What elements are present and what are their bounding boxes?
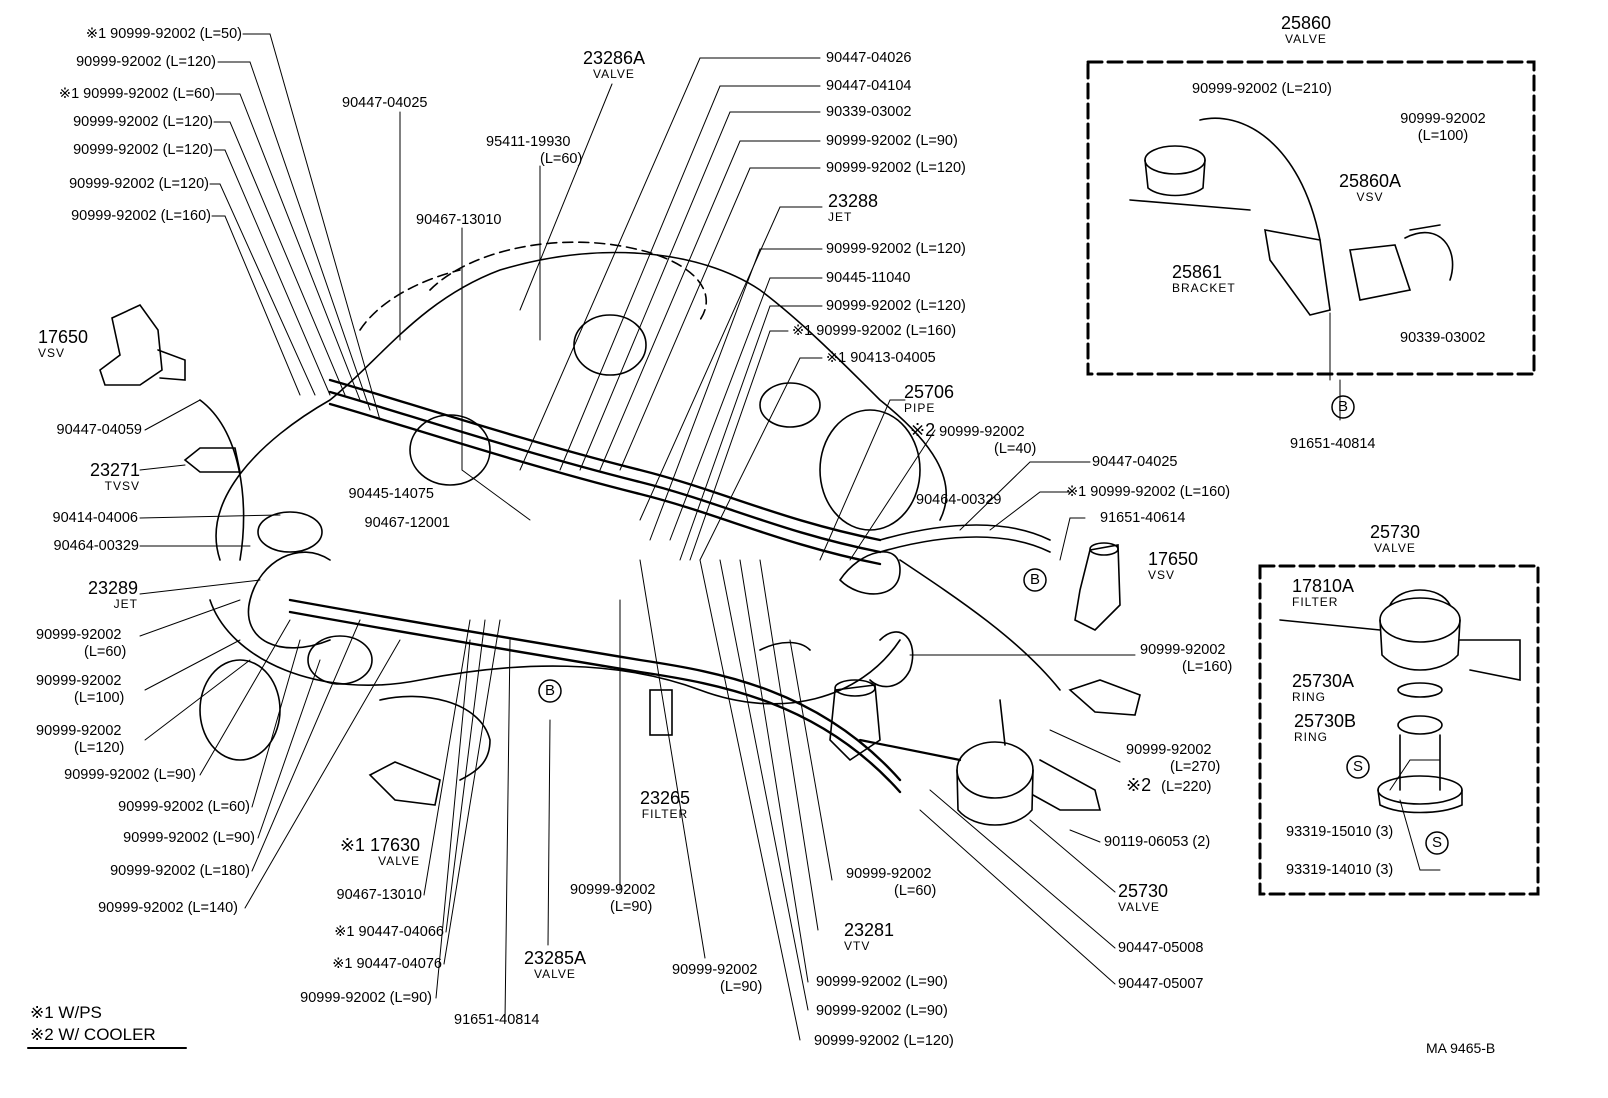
part-90445-11040: 90445-11040 bbox=[826, 270, 911, 286]
hose-l120-bottom: 90999-92002 (L=120) bbox=[814, 1033, 954, 1049]
part-91651-40814-inset: 91651-40814 bbox=[1290, 436, 1376, 452]
hose-l120-left: 90999-92002(L=120) bbox=[36, 723, 125, 756]
hose-l60-left: 90999-92002(L=60) bbox=[36, 627, 127, 660]
hose-l60-left-2: 90999-92002 (L=60) bbox=[118, 799, 250, 815]
part-91651-40814-low: 91651-40814 bbox=[454, 1012, 540, 1028]
hose-l90-right: 90999-92002 (L=90) bbox=[826, 133, 958, 149]
part-91651-40614: 91651-40614 bbox=[1100, 510, 1186, 526]
part-90467-12001: 90467-12001 bbox=[364, 515, 450, 531]
part-90467-13010-low: 90467-13010 bbox=[336, 887, 422, 903]
hose-l160-right-3: 90999-92002(L=160) bbox=[1140, 642, 1233, 675]
hose-l90-center-3: 90999-92002(L=90) bbox=[672, 962, 763, 995]
hose-l160-right-2: ※1 90999-92002 (L=160) bbox=[1066, 484, 1231, 500]
hose-l140-left: 90999-92002 (L=140) bbox=[98, 900, 238, 916]
part-90447-04026: 90447-04026 bbox=[826, 50, 912, 66]
hose-l270-l220: 90999-92002(L=270)※2 (L=220) bbox=[1126, 742, 1221, 795]
b-circle-inset: B bbox=[1337, 398, 1348, 415]
hose-l90-bottom: 90999-92002 (L=90) bbox=[816, 974, 948, 990]
part-90447-04059: 90447-04059 bbox=[56, 422, 142, 438]
part-93319-15010: 93319-15010 (3) bbox=[1286, 824, 1394, 840]
part-90447-05008: 90447-05008 bbox=[1118, 940, 1204, 956]
b-circle-center: B bbox=[544, 682, 555, 699]
part-90445-14075: 90445-14075 bbox=[348, 486, 434, 502]
hose-l100-inset: 90999-92002(L=100) bbox=[1400, 111, 1486, 144]
part-90339-03002-top: 90339-03002 bbox=[826, 104, 912, 120]
legend-cooler: ※2 W/ COOLER bbox=[30, 1025, 156, 1044]
hose-l90-center-2: 90999-92002(L=90) bbox=[570, 882, 656, 915]
hose-l210: 90999-92002 (L=210) bbox=[1192, 81, 1332, 97]
diagram-code: MA 9465-B bbox=[1426, 1040, 1496, 1056]
part-90447-04025-right: 90447-04025 bbox=[1092, 454, 1178, 470]
hose-l90-left: 90999-92002 (L=90) bbox=[64, 767, 196, 783]
s-circle-2: S bbox=[1431, 834, 1442, 851]
left-label-6: 90999-92002 (L=120) bbox=[69, 176, 209, 192]
part-95411-19930: 95411-19930(L=60) bbox=[486, 134, 583, 167]
part-90339-03002-inset: 90339-03002 bbox=[1400, 330, 1486, 346]
part-90447-05007: 90447-05007 bbox=[1118, 976, 1204, 992]
left-label-3: ※1 90999-92002 (L=60) bbox=[58, 86, 215, 102]
left-label-1: ※1 90999-92002 (L=50) bbox=[85, 26, 242, 42]
b-circle-right: B bbox=[1029, 571, 1040, 588]
hose-l120-right-2: 90999-92002 (L=120) bbox=[826, 241, 966, 257]
part-90467-13010-top: 90467-13010 bbox=[416, 212, 502, 228]
part-90119-06053: 90119-06053 (2) bbox=[1104, 834, 1211, 850]
hose-l90-left-2: 90999-92002 (L=90) bbox=[123, 830, 255, 846]
hose-l120-right-3: 90999-92002 (L=120) bbox=[826, 298, 966, 314]
legend-ps: ※1 W/PS bbox=[30, 1003, 102, 1022]
part-90447-04076: ※1 90447-04076 bbox=[332, 956, 442, 972]
hose-l40-cooler: ※2 90999-92002(L=40) bbox=[910, 420, 1037, 458]
hose-l90-bottom-2: 90999-92002 (L=90) bbox=[816, 1003, 948, 1019]
part-90464-00329-right: 90464-00329 bbox=[916, 492, 1002, 508]
left-label-7: 90999-92002 (L=160) bbox=[71, 208, 211, 224]
left-label-5: 90999-92002 (L=120) bbox=[73, 142, 213, 158]
part-93319-14010: 93319-14010 (3) bbox=[1286, 862, 1394, 878]
hose-l160-right: ※1 90999-92002 (L=160) bbox=[792, 323, 957, 339]
hose-l90-center: 90999-92002 (L=90) bbox=[300, 990, 432, 1006]
hose-l120-right: 90999-92002 (L=120) bbox=[826, 160, 966, 176]
part-90447-04066: ※1 90447-04066 bbox=[334, 924, 444, 940]
left-label-2: 90999-92002 (L=120) bbox=[76, 54, 216, 70]
hose-l100-left: 90999-92002(L=100) bbox=[36, 673, 125, 706]
part-90413-04005: ※1 90413-04005 bbox=[826, 350, 936, 366]
part-90447-04025-top: 90447-04025 bbox=[342, 95, 428, 111]
part-90447-04104: 90447-04104 bbox=[826, 78, 912, 94]
part-90414-04006: 90414-04006 bbox=[52, 510, 138, 526]
left-label-4: 90999-92002 (L=120) bbox=[73, 114, 213, 130]
hose-l60-bottom: 90999-92002(L=60) bbox=[846, 866, 937, 899]
hose-l180-left: 90999-92002 (L=180) bbox=[110, 863, 250, 879]
s-circle-1: S bbox=[1352, 758, 1363, 775]
part-90464-00329-left: 90464-00329 bbox=[53, 538, 139, 554]
